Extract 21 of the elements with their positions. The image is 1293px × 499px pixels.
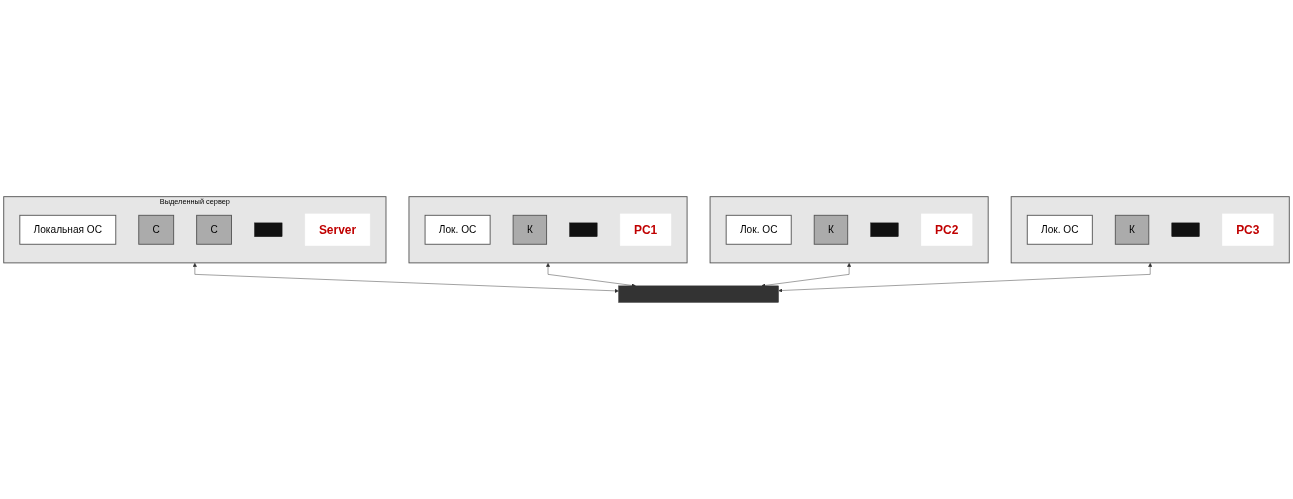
node-box: Лок. ОС (1026, 214, 1093, 245)
cluster (1010, 196, 1290, 264)
node-bar (870, 222, 899, 237)
node-box: Лок. ОС (424, 214, 491, 245)
node-box: Лок. ОС (725, 214, 792, 245)
node-box: PC3 (1222, 213, 1274, 246)
node-box: С (196, 214, 232, 245)
cluster (408, 196, 688, 264)
node-box: Server (304, 213, 371, 246)
node-box: К (1114, 214, 1150, 245)
node-bar (569, 222, 598, 237)
node-box: Локальная ОС (19, 214, 117, 245)
node-box: К (813, 214, 849, 245)
node-box: PC1 (619, 213, 672, 246)
node-bar (254, 222, 283, 237)
node-box: С (138, 214, 175, 245)
cluster (709, 196, 989, 264)
node-bar (1171, 222, 1200, 237)
node-bar (618, 285, 779, 303)
node-box: К (512, 214, 548, 245)
node-box: PC2 (921, 213, 973, 246)
